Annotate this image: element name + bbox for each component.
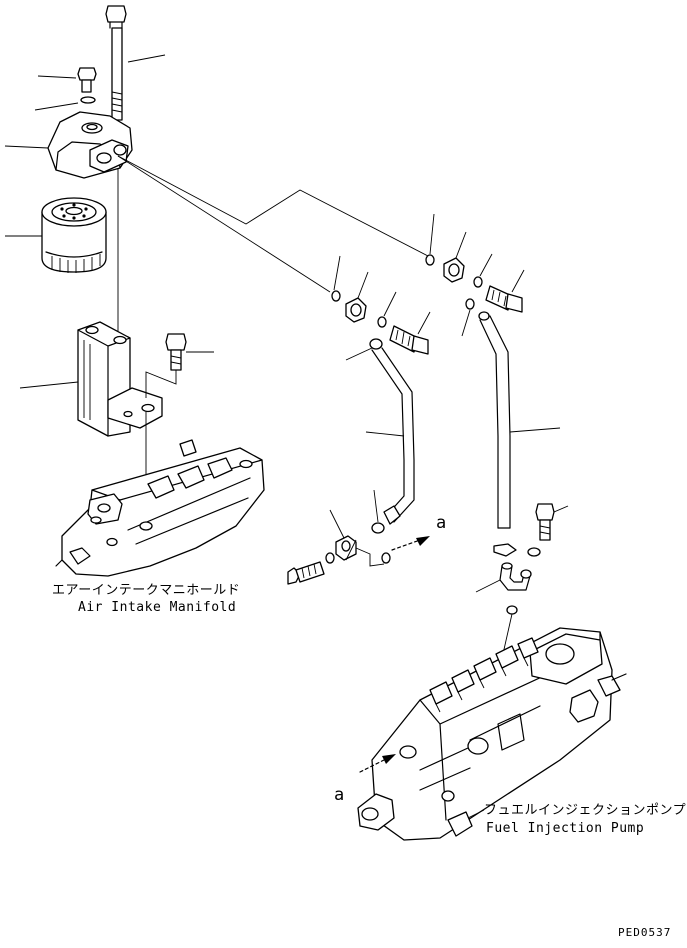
small-bolt	[77, 67, 97, 93]
clip-pump	[493, 543, 517, 557]
leader-gasket-left	[333, 255, 341, 291]
leader-long-bolt	[127, 54, 166, 63]
air-intake-manifold	[55, 439, 265, 577]
leader-gasket-lower	[345, 539, 357, 561]
fuel-filter	[41, 197, 107, 273]
gasket-lower-1	[325, 552, 335, 564]
leader-banjo-lower	[329, 509, 345, 539]
assembly-line-bracket-bolt	[145, 370, 177, 398]
gasket-pump-1	[527, 547, 541, 557]
leader-small-bolt	[37, 75, 77, 79]
leader-gasket-left-2	[383, 291, 397, 317]
leader-elbow	[475, 579, 501, 593]
leader-pump-label	[467, 809, 485, 819]
fuel-pipe-right	[478, 311, 511, 529]
leader-gasket-right-2	[479, 253, 493, 277]
leader-pipe-left-top	[345, 347, 373, 361]
banjo-fitting-lower	[335, 535, 357, 561]
pump-bolt	[535, 503, 555, 541]
arrow-a-upper	[391, 536, 430, 551]
manifold-label-en: Air Intake Manifold	[78, 600, 236, 615]
gasket-right	[425, 254, 435, 266]
leader-banjo-bolt-left	[417, 311, 431, 335]
gasket-left	[331, 290, 341, 302]
marker-a-upper: a	[436, 513, 446, 533]
leader-pump-bolt	[553, 505, 569, 513]
leader-banjo-bolt-right	[511, 269, 525, 293]
leader-banjo-right	[455, 231, 467, 259]
leader-pipe-right	[509, 427, 561, 433]
pump-label-jp: フュエルインジェクションポンプ	[484, 803, 686, 818]
leader-pipe-left-bottom	[373, 489, 379, 523]
fuel-pipe-left	[369, 338, 415, 534]
manifold-label-jp: エアーインテークマニホールド	[52, 583, 240, 598]
marker-a-lower: a	[334, 785, 344, 805]
banjo-bolt-left	[389, 325, 429, 355]
fuel-line-main	[117, 155, 429, 257]
bracket-bolt	[165, 333, 187, 371]
gasket-right-2	[473, 276, 483, 288]
leader-filter-head	[4, 145, 49, 149]
gasket-left-2	[377, 316, 387, 328]
arrow-a-lower	[359, 754, 396, 773]
washer-top	[80, 96, 96, 104]
leader-pipe-left	[365, 431, 405, 437]
gasket-lower-2	[381, 552, 391, 564]
banjo-bolt-lower	[287, 561, 325, 585]
fuel-injection-pump	[357, 627, 627, 841]
assembly-line-lower-left	[355, 547, 385, 567]
pump-label-en: Fuel Injection Pump	[486, 821, 644, 836]
gasket-right-3	[465, 298, 475, 310]
drawing-code: PED0537	[618, 926, 671, 939]
gasket-pump-2	[506, 605, 518, 615]
leader-gasket-right	[429, 213, 435, 255]
leader-washer-top	[34, 102, 79, 111]
mounting-bracket	[77, 321, 163, 437]
elbow-fitting	[499, 562, 532, 591]
filter-head	[47, 111, 133, 179]
long-bolt	[105, 5, 127, 121]
banjo-bolt-right	[485, 285, 523, 313]
leader-gasket-right-3	[461, 309, 471, 337]
fuel-line-branch	[117, 155, 331, 293]
banjo-fitting-left	[345, 297, 367, 323]
banjo-fitting-right	[443, 257, 465, 283]
leader-bracket	[19, 381, 79, 389]
leader-banjo-left	[357, 271, 369, 299]
